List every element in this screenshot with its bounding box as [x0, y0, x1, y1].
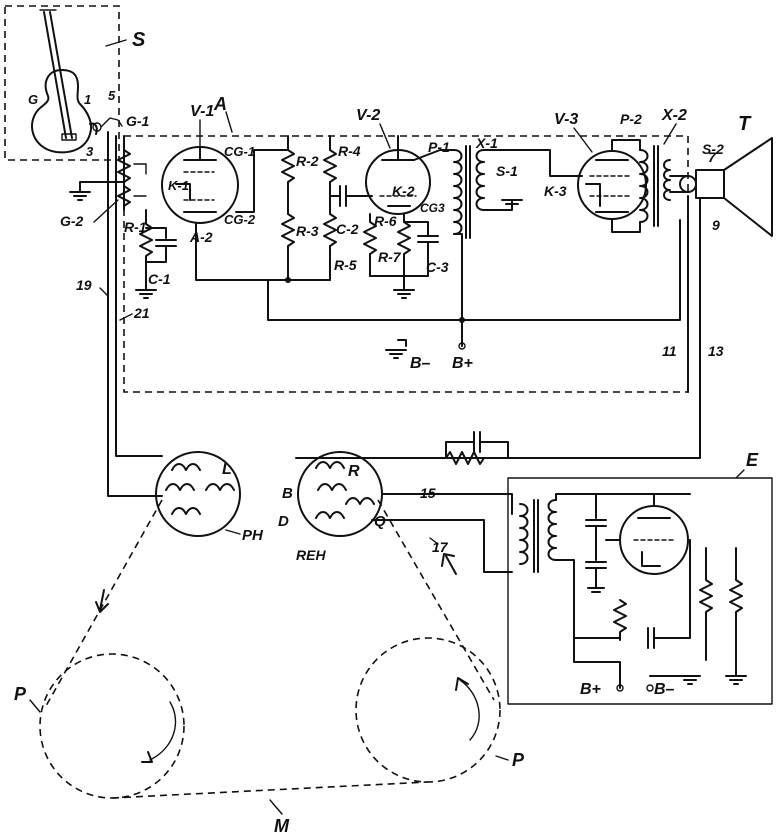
- label-X2: X-2: [661, 107, 687, 124]
- tape-loop: P P M: [14, 499, 525, 836]
- signal-wiring: 19 21: [76, 131, 509, 497]
- label-R2: R-2: [296, 153, 319, 169]
- label-V1: V-1: [190, 103, 214, 120]
- oscillator-tube-icon: [619, 505, 689, 575]
- amplifier-block: A G-1 G-2 R-1 C-1 V-1: [60, 94, 724, 393]
- label-CG2: CG-2: [224, 212, 256, 227]
- record-erase-head-reh: R B D Q REH 15 17: [278, 451, 513, 573]
- power-supply-amp: B– B+ 11 13: [267, 219, 724, 372]
- label-Bplus-osc: B+: [580, 681, 601, 698]
- label-V3: V-3: [554, 111, 578, 128]
- label-Q: Q: [374, 513, 386, 530]
- label-K3: K-3: [544, 183, 567, 199]
- label-5: 5: [108, 88, 116, 103]
- transformer-x1-secondary: [475, 149, 485, 211]
- label-K2: K-2: [392, 183, 415, 199]
- label-P2: P-2: [620, 111, 642, 127]
- label-CG1: CG-1: [224, 144, 255, 159]
- label-13: 13: [708, 343, 724, 359]
- label-9: 9: [712, 217, 720, 233]
- label-R4: R-4: [338, 143, 361, 159]
- speaker-magnet-icon: [695, 169, 725, 199]
- label-P1: P-1: [428, 139, 450, 155]
- label-S: S: [132, 29, 146, 51]
- label-S1: S-1: [496, 163, 518, 179]
- label-15: 15: [420, 485, 436, 501]
- label-19: 19: [76, 277, 92, 293]
- label-7: 7: [708, 149, 717, 165]
- label-K1: K-1: [168, 178, 189, 193]
- label-G: G: [28, 92, 38, 107]
- label-REH: REH: [296, 547, 326, 563]
- playback-coil-icon: [165, 463, 235, 515]
- label-C3: C-3: [426, 259, 449, 275]
- label-G1: G-1: [126, 113, 150, 129]
- speaker-cone-icon: [723, 137, 773, 237]
- label-B: B: [282, 485, 293, 502]
- pickup-icon: [89, 122, 98, 135]
- label-R1: R-1: [124, 219, 147, 235]
- label-P-left: P: [14, 684, 27, 704]
- label-L: L: [222, 461, 232, 478]
- label-R5: R-5: [334, 257, 357, 273]
- label-X1: X-1: [475, 135, 498, 151]
- label-C2: C-2: [336, 221, 359, 237]
- label-3: 3: [86, 144, 94, 159]
- label-D: D: [278, 513, 289, 530]
- label-R: R: [348, 463, 360, 480]
- label-R7: R-7: [378, 249, 402, 265]
- label-E: E: [746, 450, 759, 470]
- reel-left: [39, 653, 185, 799]
- label-11: 11: [662, 343, 677, 359]
- label-21: 21: [133, 305, 150, 321]
- label-C1: C-1: [148, 271, 171, 287]
- guitar-body-icon: [31, 69, 92, 154]
- transformer-x2-primary: [639, 149, 649, 223]
- label-R6: R-6: [374, 213, 397, 229]
- label-M: M: [274, 816, 290, 836]
- label-A: A: [213, 94, 227, 114]
- label-P-right: P: [512, 750, 525, 770]
- reel-left-arrow: [149, 701, 177, 761]
- label-1: 1: [84, 92, 91, 107]
- label-A2: A-2: [189, 229, 213, 245]
- reel-right-arrow: [459, 679, 480, 741]
- label-R3: R-3: [296, 223, 319, 239]
- label-G2: G-2: [60, 213, 84, 229]
- label-PH: PH: [242, 527, 264, 544]
- playback-head-ph: L PH: [155, 451, 264, 544]
- oscillator-block-e: E B+: [507, 450, 773, 705]
- label-V2: V-2: [356, 107, 380, 124]
- label-Bminus: B–: [410, 355, 431, 372]
- label-S2: S-2: [702, 141, 724, 157]
- label-Bplus: B+: [452, 355, 473, 372]
- label-T: T: [738, 113, 752, 135]
- record-coil-icon: [315, 461, 375, 519]
- transformer-x1-primary: [453, 149, 463, 235]
- guitar-block: S G 1 3 5: [4, 5, 146, 161]
- label-CG3: CG3: [420, 201, 445, 215]
- label-Bminus-osc: B–: [654, 681, 675, 698]
